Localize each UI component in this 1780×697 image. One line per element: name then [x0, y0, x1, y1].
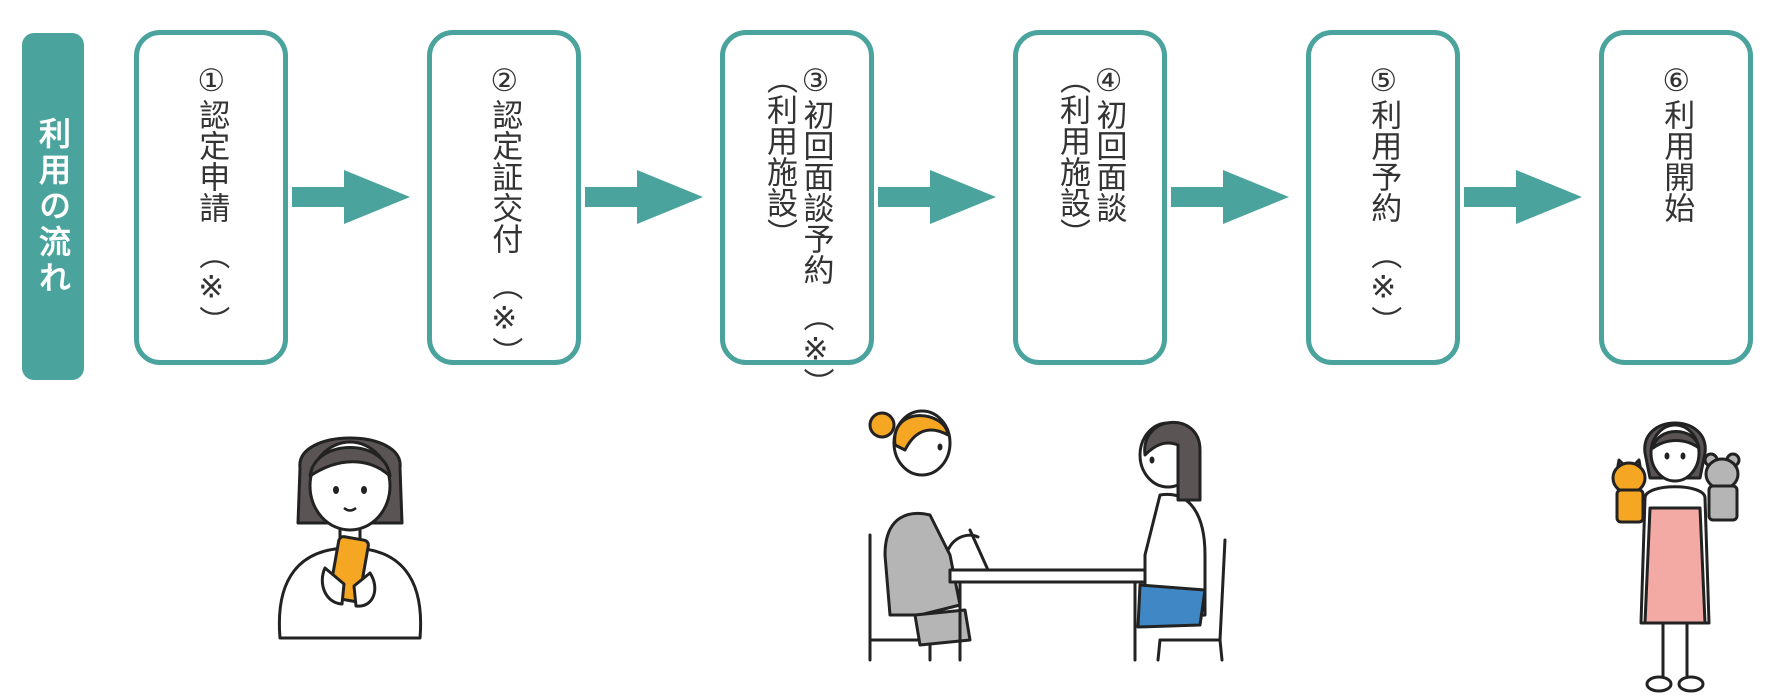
step-3-box: ③初回面談予約 （※） （利用施設） [720, 30, 874, 399]
step-4-sublabel: （利用施設） [1054, 63, 1090, 249]
step-6-box: ⑥利用開始 [1599, 30, 1753, 365]
arrow-right-icon [878, 170, 996, 224]
step-1-box: ①認定申請 （※） [134, 30, 288, 365]
woman-with-smartphone-illustration [277, 436, 423, 640]
step-2-label: ②認定証交付 （※） [486, 63, 523, 368]
interview-illustration [868, 409, 1227, 662]
step-6-label: ⑥利用開始 [1658, 63, 1695, 223]
step-3-sublabel: （利用施設） [761, 63, 797, 249]
step-5-box: ⑤利用予約 （※） [1306, 30, 1460, 365]
step-5-label: ⑤利用予約 （※） [1365, 63, 1402, 337]
step-2-box: ②認定証交付 （※） [427, 30, 581, 368]
flow-title-badge: 利用の流れ [22, 33, 84, 380]
step-4-label: ④初回面談 [1090, 63, 1127, 223]
arrow-right-icon [585, 170, 703, 224]
step-4-box: ④初回面談 （利用施設） [1013, 30, 1167, 365]
step-1-label: ①認定申請 （※） [193, 63, 230, 337]
flow-title: 利用の流れ [34, 116, 72, 297]
arrow-right-icon [292, 170, 410, 224]
caregiver-with-puppets-illustration [1611, 421, 1741, 693]
step-3-label: ③初回面談予約 （※） [797, 63, 834, 399]
arrow-right-icon [1171, 170, 1289, 224]
arrow-right-icon [1464, 170, 1582, 224]
